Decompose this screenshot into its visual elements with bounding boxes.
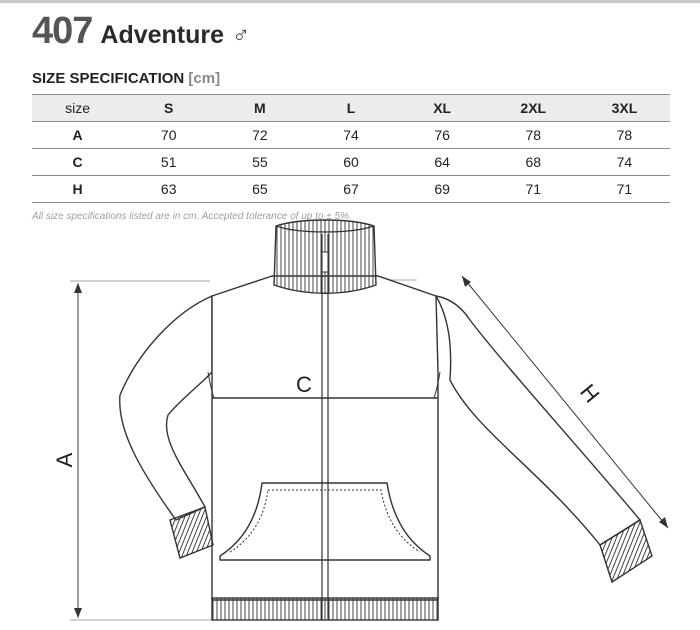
size-header-row: size S M L XL 2XL 3XL	[32, 94, 670, 122]
zipper	[321, 234, 329, 620]
spec-title: SIZE SPECIFICATION [cm]	[32, 70, 220, 87]
header-cell: size	[32, 94, 124, 122]
table-cell: 55	[214, 148, 306, 176]
table-cell: 74	[305, 121, 397, 149]
row-label: A	[32, 121, 124, 149]
table-cell: 78	[487, 121, 579, 149]
jacket-outline	[119, 275, 641, 601]
product-header: 407 Adventure ♂	[32, 10, 250, 53]
table-row: H 63 65 67 69 71 71	[32, 175, 670, 203]
table-cell: 76	[396, 121, 488, 149]
tolerance-note: All size specifications listed are in cm…	[32, 211, 352, 222]
size-table: size S M L XL 2XL 3XL A 70 72 74 76 78 7…	[32, 94, 670, 203]
table-cell: 68	[487, 148, 579, 176]
label-a: A	[52, 452, 77, 467]
table-cell: 64	[396, 148, 488, 176]
table-cell: 78	[578, 121, 670, 149]
product-name: Adventure	[100, 21, 225, 49]
spec-title-text: SIZE SPECIFICATION	[32, 70, 185, 87]
table-row: C 51 55 60 64 68 74	[32, 148, 670, 176]
table-cell: 71	[487, 175, 579, 203]
header-cell: L	[305, 94, 397, 122]
left-cuff	[169, 506, 214, 559]
table-cell: 63	[123, 175, 215, 203]
table-cell: 72	[214, 121, 306, 149]
row-label: C	[32, 148, 124, 176]
row-label: H	[32, 175, 124, 203]
spec-unit: [cm]	[188, 70, 221, 87]
table-row: A 70 72 74 76 78 78	[32, 121, 670, 149]
header-cell: XL	[396, 94, 488, 122]
top-divider	[0, 0, 700, 3]
table-cell: 74	[578, 148, 670, 176]
label-c: C	[296, 372, 312, 397]
table-cell: 60	[305, 148, 397, 176]
header-cell: 2XL	[487, 94, 579, 122]
product-code: 407	[32, 10, 93, 52]
table-cell: 69	[396, 175, 488, 203]
header-cell: 3XL	[578, 94, 670, 122]
table-cell: 67	[305, 175, 397, 203]
header-cell: M	[214, 94, 306, 122]
waistband	[211, 597, 439, 621]
header-cell: S	[123, 94, 215, 122]
right-cuff	[599, 518, 653, 584]
dimension-a	[70, 280, 212, 621]
table-cell: 71	[578, 175, 670, 203]
label-h: H	[575, 379, 604, 407]
table-cell: 65	[214, 175, 306, 203]
table-cell: 51	[123, 148, 215, 176]
table-cell: 70	[123, 121, 215, 149]
male-symbol-icon: ♂	[232, 22, 251, 49]
